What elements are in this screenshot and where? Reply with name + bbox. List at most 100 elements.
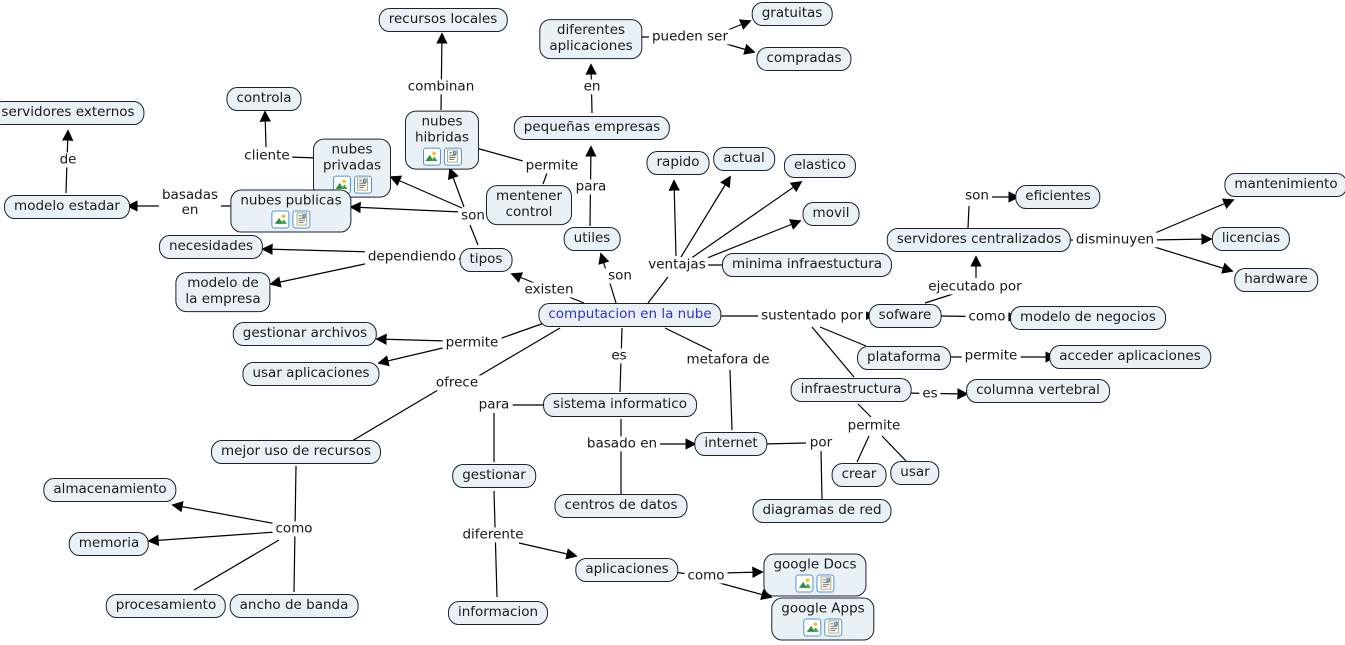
concept-node-mejor-uso-de-recursos[interactable]: mejor uso de recursos	[210, 440, 382, 464]
concept-node-informacion[interactable]: informacion	[447, 601, 549, 625]
concept-node-nubes-hibridas[interactable]: nubes hibridas	[404, 110, 480, 170]
concept-node-nubes-publicas[interactable]: nubes publicas	[230, 189, 352, 233]
link-label-en[interactable]: en	[580, 79, 604, 95]
concept-node-nubes-privadas[interactable]: nubes privadas	[312, 138, 392, 198]
link-label-para-utiles[interactable]: para	[572, 179, 610, 195]
concept-node-mentener-control[interactable]: mentener control	[485, 185, 573, 225]
link-label-son-utiles[interactable]: son	[605, 268, 635, 284]
concept-node-label: gratuitas	[761, 5, 823, 22]
link-label-combinan[interactable]: combinan	[404, 79, 478, 95]
link-label-permite-nubes[interactable]: permite	[522, 158, 582, 174]
resource-icon-row	[422, 147, 462, 166]
concept-node-sistema-informatico[interactable]: sistema informatico	[543, 393, 697, 417]
concept-node-acceder-aplicaciones[interactable]: acceder aplicaciones	[1049, 345, 1211, 369]
concept-node-google-docs[interactable]: google Docs	[763, 553, 867, 597]
concept-node-plataforma[interactable]: plataforma	[857, 346, 951, 370]
concept-node-sofware[interactable]: sofware	[868, 304, 942, 328]
concept-node-label: diagramas de red	[762, 502, 882, 519]
link-label-ventajas[interactable]: ventajas	[645, 257, 709, 273]
link-label-metafora-de[interactable]: metafora de	[683, 352, 773, 368]
concept-node-minima-infraestuctura[interactable]: minima infraestuctura	[721, 253, 893, 277]
concept-node-procesamiento[interactable]: procesamiento	[105, 594, 227, 618]
concept-node-label: eficientes	[1025, 188, 1091, 205]
concept-node-controla[interactable]: controla	[226, 87, 302, 111]
edge-line	[664, 327, 713, 352]
document-resource-icon[interactable]	[353, 175, 372, 194]
concept-node-label: movil	[812, 205, 850, 222]
link-label-ejecutado-por[interactable]: ejecutado por	[925, 279, 1025, 295]
link-label-son-eficientes[interactable]: son	[962, 188, 992, 204]
link-label-sustentado-por[interactable]: sustentado por	[758, 308, 866, 324]
document-resource-icon[interactable]	[824, 618, 843, 637]
concept-node-servidores-centralizados[interactable]: servidores centralizados	[886, 228, 1072, 252]
link-label-permite-crear[interactable]: permite	[844, 418, 904, 434]
concept-node-diferentes-aplicaciones[interactable]: diferentes aplicaciones	[539, 19, 643, 59]
concept-node-label: computacion en la nube	[548, 306, 712, 323]
image-resource-icon[interactable]	[803, 618, 822, 637]
link-label-es-sistema[interactable]: es	[608, 348, 630, 364]
concept-node-modelo-de-negocios[interactable]: modelo de negocios	[1010, 306, 1166, 330]
concept-node-necesidades[interactable]: necesidades	[158, 235, 264, 259]
edge-line	[696, 219, 802, 263]
document-resource-icon[interactable]	[443, 147, 462, 166]
document-resource-icon[interactable]	[292, 210, 311, 229]
edge-line	[193, 539, 280, 591]
link-label-como-google[interactable]: como	[684, 568, 728, 584]
concept-node-usar[interactable]: usar	[890, 461, 940, 485]
link-label-como-sofware[interactable]: como	[965, 309, 1009, 325]
link-label-diferente[interactable]: diferente	[459, 527, 527, 543]
concept-node-modelo-estadar[interactable]: modelo estadar	[4, 195, 130, 219]
concept-node-google-apps[interactable]: google Apps	[771, 597, 875, 641]
concept-node-recursos-locales[interactable]: recursos locales	[378, 8, 508, 32]
concept-node-infraestructura[interactable]: infraestructura	[790, 378, 912, 402]
link-label-ofrece[interactable]: ofrece	[432, 375, 482, 391]
concept-node-aplicaciones[interactable]: aplicaciones	[575, 558, 679, 582]
link-label-por[interactable]: por	[806, 435, 836, 451]
concept-node-pequenas-empresas[interactable]: pequeñas empresas	[513, 116, 671, 140]
link-label-basado-en[interactable]: basado en	[583, 436, 661, 452]
link-label-disminuyen[interactable]: disminuyen	[1072, 232, 1158, 248]
concept-node-memoria[interactable]: memoria	[68, 532, 150, 556]
concept-node-modelo-de-la-empresa[interactable]: modelo de la empresa	[175, 272, 271, 312]
link-label-dependiendo[interactable]: dependiendo	[364, 249, 460, 265]
concept-node-elastico[interactable]: elastico	[783, 154, 857, 178]
concept-node-hardware[interactable]: hardware	[1234, 268, 1318, 292]
concept-node-actual[interactable]: actual	[713, 147, 775, 171]
concept-node-licencias[interactable]: licencias	[1211, 227, 1291, 251]
link-label-basadas-en[interactable]: basadas en	[158, 187, 222, 219]
link-label-son-tipos[interactable]: son	[458, 208, 488, 224]
document-resource-icon[interactable]	[816, 574, 835, 593]
concept-node-gestionar[interactable]: gestionar	[452, 464, 536, 488]
concept-node-mantenimiento[interactable]: mantenimiento	[1224, 173, 1345, 197]
concept-node-eficientes[interactable]: eficientes	[1015, 185, 1101, 209]
concept-node-crear[interactable]: crear	[831, 463, 887, 487]
link-label-permite-plataforma[interactable]: permite	[961, 348, 1021, 364]
concept-node-servidores-externos[interactable]: servidores externos	[0, 101, 145, 125]
link-label-de[interactable]: de	[56, 152, 80, 168]
concept-node-usar-aplicaciones[interactable]: usar aplicaciones	[242, 362, 380, 386]
concept-node-rapido[interactable]: rapido	[646, 151, 710, 175]
concept-node-tipos[interactable]: tipos	[459, 248, 513, 272]
concept-node-computacion-en-la-nube[interactable]: computacion en la nube	[538, 303, 722, 327]
concept-node-centros-de-datos[interactable]: centros de datos	[554, 494, 688, 518]
concept-node-movil[interactable]: movil	[802, 202, 860, 226]
concept-node-diagramas-de-red[interactable]: diagramas de red	[752, 499, 892, 523]
link-label-como-recursos[interactable]: como	[272, 521, 316, 537]
concept-node-columna-vertebral[interactable]: columna vertebral	[966, 379, 1110, 403]
link-label-pueden-ser[interactable]: pueden ser	[648, 29, 732, 45]
link-label-cliente[interactable]: cliente	[241, 148, 293, 164]
concept-node-gestionar-archivos[interactable]: gestionar archivos	[232, 322, 378, 346]
link-label-existen[interactable]: existen	[521, 282, 577, 298]
image-resource-icon[interactable]	[795, 574, 814, 593]
concept-node-ancho-de-banda[interactable]: ancho de banda	[229, 594, 359, 618]
concept-node-almacenamiento[interactable]: almacenamiento	[43, 478, 177, 502]
concept-node-gratuitas[interactable]: gratuitas	[751, 2, 833, 26]
link-label-es-columna[interactable]: es	[919, 386, 941, 402]
link-label-permite-gestionar[interactable]: permite	[442, 335, 502, 351]
image-resource-icon[interactable]	[271, 210, 290, 229]
concept-node-internet[interactable]: internet	[694, 432, 768, 456]
concept-node-utiles[interactable]: utiles	[563, 227, 621, 251]
image-resource-icon[interactable]	[422, 147, 441, 166]
link-label-para-gestionar[interactable]: para	[475, 397, 513, 413]
concept-node-compradas[interactable]: compradas	[756, 47, 852, 71]
